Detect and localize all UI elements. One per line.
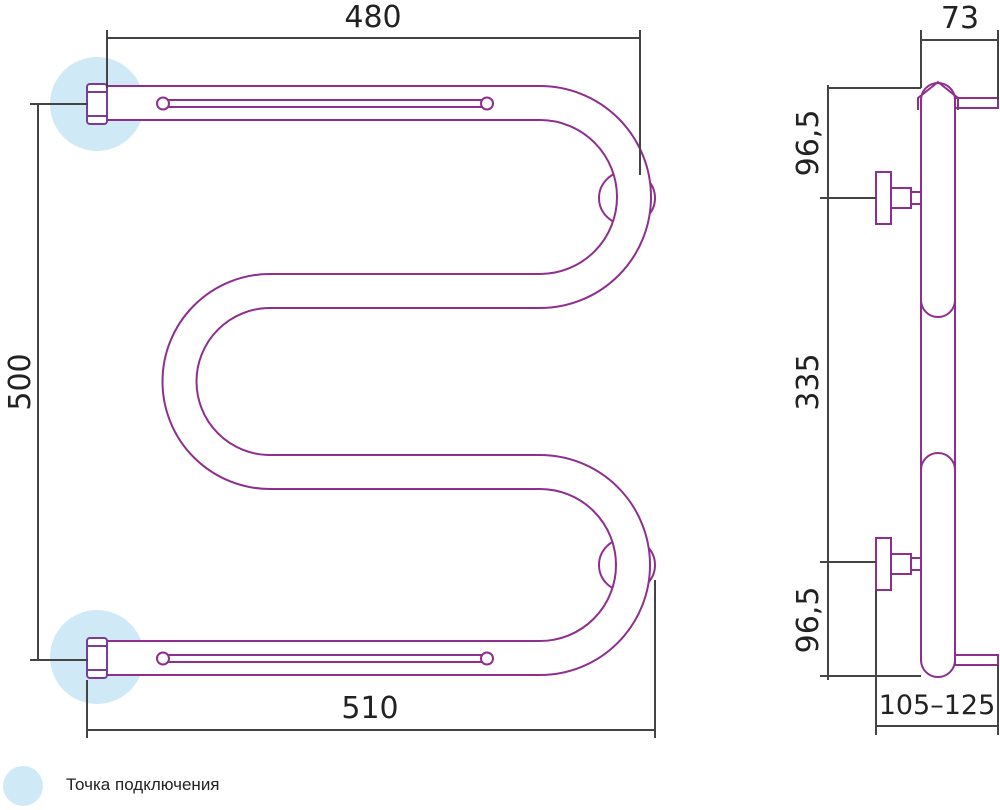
dim-top-width: 480	[344, 0, 401, 35]
connection-point-legend-icon	[3, 766, 43, 806]
dim-height: 500	[3, 353, 38, 410]
dim-mount-spacing: 335	[791, 353, 826, 410]
inner-bars	[156, 96, 494, 666]
pipe-side-view	[875, 80, 999, 678]
legend-label: Точка подключения	[66, 775, 220, 794]
dim-bottom-width: 510	[341, 691, 398, 726]
dim-bottom-offset: 96,5	[791, 587, 826, 654]
dim-top-offset: 96,5	[791, 110, 826, 177]
dim-wall-distance: 105–125	[879, 690, 996, 721]
nut-icons	[86, 83, 108, 679]
dim-depth: 73	[941, 1, 979, 36]
dimension-lines-side	[820, 30, 999, 735]
dimension-lines-front	[30, 30, 656, 738]
pipe-front-view	[100, 85, 652, 676]
